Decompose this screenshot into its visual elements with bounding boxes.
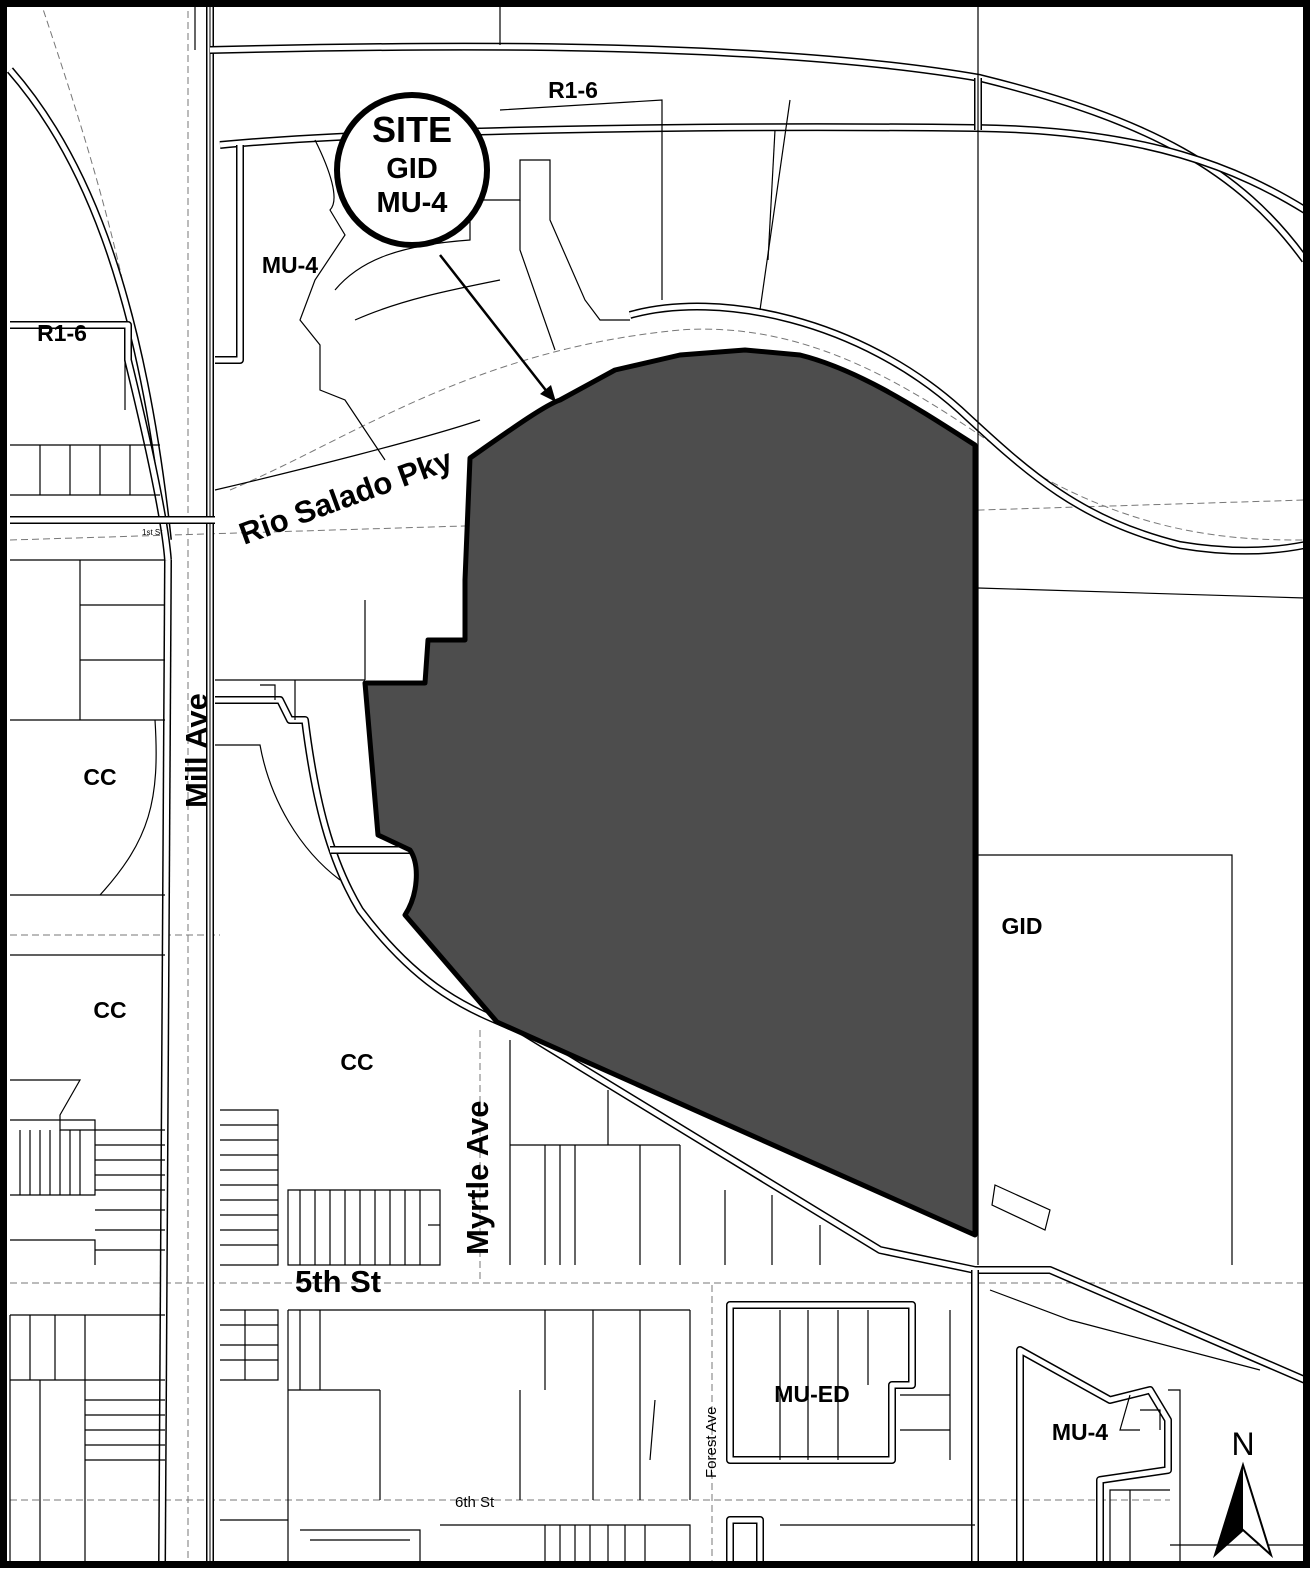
zone-label-r16-top: R1-6	[548, 77, 598, 103]
street-label-6th-st: 6th St	[455, 1494, 495, 1511]
street-label-forest-ave: Forest Ave	[703, 1407, 720, 1478]
street-label-5th-st: 5th St	[295, 1264, 381, 1299]
zone-label-r16-left: R1-6	[37, 320, 87, 346]
site-leader-arrow	[439, 254, 556, 402]
north-arrow: N	[1212, 1426, 1274, 1559]
site-marker-line2: GID	[386, 153, 438, 185]
street-label-1st-st: 1st St	[142, 528, 163, 537]
street-label-myrtle-ave: Myrtle Ave	[460, 1101, 495, 1256]
zone-label-gid: GID	[1002, 913, 1043, 939]
street-label-mill-ave: Mill Ave	[179, 693, 214, 808]
north-arrow-label: N	[1231, 1426, 1254, 1462]
parcel-lines	[9, 0, 1306, 1568]
arrowhead-icon	[540, 385, 556, 402]
site-marker-line1: SITE	[372, 109, 452, 150]
zone-label-cc-1: CC	[83, 764, 116, 790]
site-marker[interactable]: SITE GID MU-4	[334, 92, 490, 248]
zone-label-mu4-north: MU-4	[262, 252, 318, 278]
zone-label-mu-ed: MU-ED	[774, 1381, 849, 1407]
zone-label-cc-2: CC	[93, 997, 126, 1023]
site-parcel[interactable]	[362, 347, 978, 1238]
site-marker-line3: MU-4	[377, 187, 448, 219]
zone-labels: R1-6 R1-6 MU-4 CC CC CC GID MU-ED MU-4	[37, 77, 1108, 1445]
road-network	[6, 0, 1309, 1569]
zone-label-mu4-south: MU-4	[1052, 1419, 1108, 1445]
zone-label-cc-3: CC	[340, 1049, 373, 1075]
